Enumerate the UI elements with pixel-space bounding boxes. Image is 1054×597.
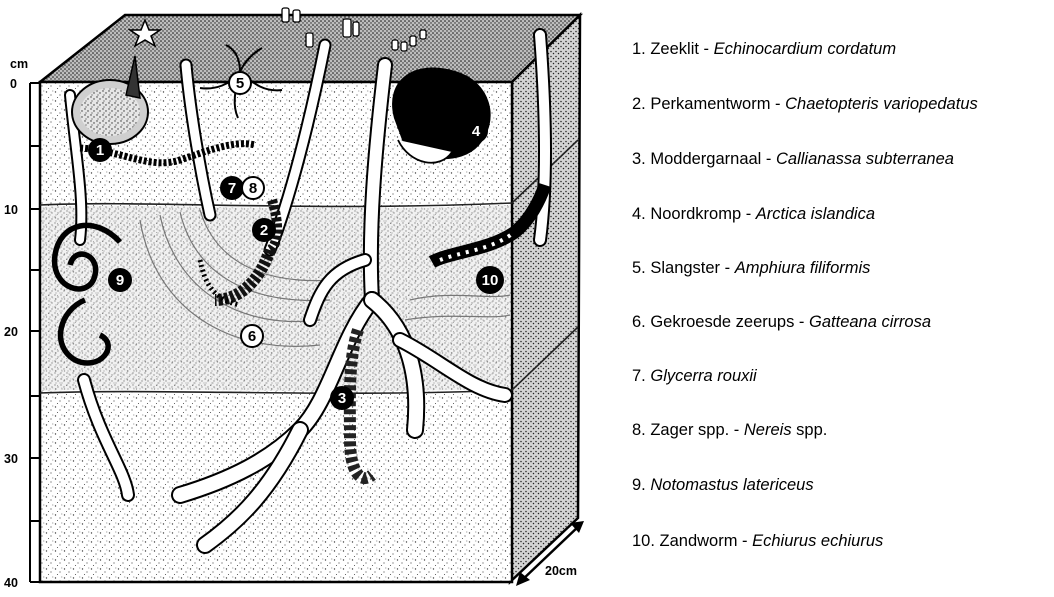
legend-common-name: 3. Moddergarnaal - (632, 150, 776, 168)
tube-tip-icon (306, 33, 313, 47)
marker-number: 7 (228, 180, 236, 197)
tube-tip-icon (293, 10, 300, 22)
species-marker-3: 3 (331, 387, 353, 409)
tube-tip-icon (353, 22, 359, 36)
species-marker-6: 6 (241, 325, 263, 347)
axis-tick-label: 40 (4, 576, 18, 590)
legend-item-6: 6. Gekroesde zeerups - Gatteana cirrosa (632, 313, 931, 332)
marker-number: 4 (472, 123, 481, 140)
axis-unit-label: cm (10, 57, 28, 71)
axis-tick-label: 30 (4, 452, 18, 466)
legend-scientific-name: Echinocardium cordatum (714, 40, 897, 58)
legend-common-name: 10. Zandworm - (632, 532, 752, 550)
species-marker-5: 5 (229, 72, 251, 94)
marker-number: 10 (482, 272, 499, 289)
legend-item-7: 7. Glycerra rouxii (632, 367, 757, 386)
legend-item-1: 1. Zeeklit - Echinocardium cordatum (632, 40, 896, 59)
sediment-block-diagram: cm 0 10 20 30 40 (0, 0, 620, 597)
legend-scientific-name: Gatteana cirrosa (809, 313, 931, 331)
legend-common-name: 9. (632, 476, 650, 494)
legend-scientific-name: Echiurus echiurus (752, 532, 883, 550)
marker-number: 2 (260, 222, 268, 239)
tube-tip-icon (343, 19, 351, 37)
legend-scientific-name: Notomastus latericeus (650, 476, 813, 494)
legend-scientific-name: Callianassa subterranea (776, 150, 954, 168)
tube-tip-icon (282, 8, 289, 22)
species-marker-10: 10 (477, 267, 503, 293)
species-marker-8: 8 (242, 177, 264, 199)
legend-item-8: 8. Zager spp. - Nereis spp. (632, 421, 827, 440)
species-marker-7: 7 (221, 177, 243, 199)
species-legend: 1. Zeeklit - Echinocardium cordatum 2. Pe… (620, 0, 1054, 597)
legend-common-name: 2. Perkamentworm - (632, 95, 785, 113)
marker-number: 1 (96, 142, 104, 159)
legend-item-3: 3. Moddergarnaal - Callianassa subterran… (632, 150, 954, 169)
depth-axis: cm 0 10 20 30 40 (4, 57, 42, 590)
marker-number: 3 (338, 390, 346, 407)
legend-common-name: 1. Zeeklit - (632, 40, 714, 58)
legend-suffix: spp. (792, 421, 828, 439)
marker-number: 6 (248, 328, 256, 345)
legend-item-10: 10. Zandworm - Echiurus echiurus (632, 532, 883, 551)
legend-item-5: 5. Slangster - Amphiura filiformis (632, 259, 870, 278)
legend-common-name: 8. Zager spp. - (632, 421, 744, 439)
width-scale-label: 20cm (545, 564, 577, 578)
legend-item-9: 9. Notomastus latericeus (632, 476, 814, 495)
legend-scientific-name: Glycerra rouxii (650, 367, 756, 385)
axis-tick-label: 0 (10, 77, 17, 91)
legend-common-name: 7. (632, 367, 650, 385)
marker-number: 8 (249, 180, 257, 197)
marker-number: 9 (116, 272, 124, 289)
legend-common-name: 5. Slangster - (632, 259, 735, 277)
legend-scientific-name: Nereis (744, 421, 792, 439)
species-marker-9: 9 (109, 269, 131, 291)
species-marker-1: 1 (89, 139, 111, 161)
species-marker-2: 2 (253, 219, 275, 241)
species-marker-4: 4 (465, 120, 487, 142)
legend-scientific-name: Chaetopteris variopedatus (785, 95, 978, 113)
marker-number: 5 (236, 75, 244, 92)
seabed-surface (40, 15, 580, 82)
legend-scientific-name: Amphiura filiformis (735, 259, 871, 277)
axis-tick-label: 10 (4, 203, 18, 217)
axis-tick-label: 20 (4, 325, 18, 339)
legend-item-2: 2. Perkamentworm - Chaetopteris varioped… (632, 95, 978, 114)
legend-common-name: 4. Noordkromp - (632, 205, 756, 223)
legend-scientific-name: Arctica islandica (756, 205, 875, 223)
legend-item-4: 4. Noordkromp - Arctica islandica (632, 205, 875, 224)
legend-common-name: 6. Gekroesde zeerups - (632, 313, 809, 331)
